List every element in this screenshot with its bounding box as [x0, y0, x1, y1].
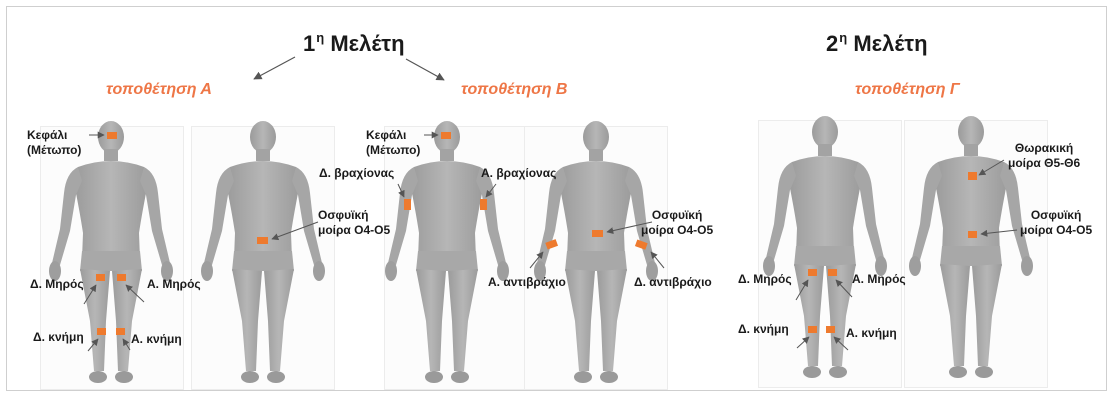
label-left-shin-a: Α. κνήμη	[131, 332, 182, 347]
label-head-b: Κεφάλι(Μέτωπο)	[366, 128, 420, 158]
label-right-forearm-b: Δ. αντιβράχιο	[634, 275, 712, 290]
label-head-a: Κεφάλι(Μέτωπο)	[27, 128, 81, 158]
placement-b-heading: τοποθέτηση Β	[461, 81, 567, 99]
body-figure-front-c	[750, 116, 900, 386]
body-figure-front-b	[372, 121, 522, 391]
study-2-title: 2η Μελέτη	[826, 31, 928, 57]
label-left-arm-b: Α. βραχίονας	[481, 166, 556, 181]
body-figure-front-a	[36, 121, 186, 391]
study-1-title: 1η Μελέτη	[303, 31, 405, 57]
label-left-shin-c: Α. κνήμη	[846, 326, 897, 341]
label-left-thigh-c: Α. Μηρός	[852, 272, 906, 287]
label-left-forearm-b: Α. αντιβράχιο	[488, 275, 566, 290]
body-figure-back-a	[188, 121, 338, 391]
body-figure-back-b	[521, 121, 671, 391]
label-right-thigh-a: Δ. Μηρός	[30, 277, 84, 292]
placement-c-heading: τοποθέτηση Γ	[855, 81, 960, 99]
label-right-shin-a: Δ. κνήμη	[33, 330, 84, 345]
label-right-thigh-c: Δ. Μηρός	[738, 272, 792, 287]
label-right-arm-b: Δ. βραχίονας	[319, 166, 394, 181]
placement-a-heading: τοποθέτηση Α	[106, 81, 212, 99]
label-left-thigh-a: Α. Μηρός	[147, 277, 201, 292]
label-right-shin-c: Δ. κνήμη	[738, 322, 789, 337]
